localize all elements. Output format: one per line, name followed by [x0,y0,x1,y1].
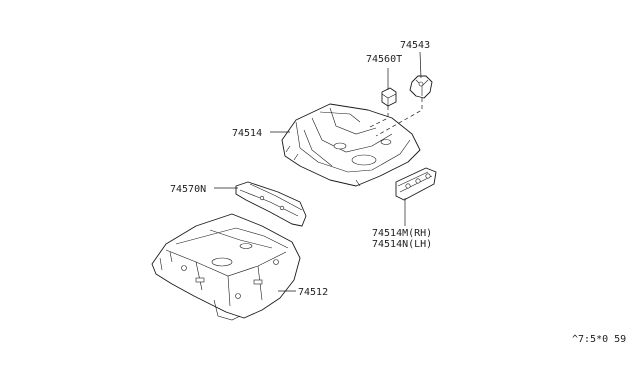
rear-floor-panel-74514[interactable] [281,103,421,187]
clip-74543[interactable] [409,75,433,99]
front-floor-panel-74512[interactable] [151,213,301,321]
clip-74560T[interactable] [381,87,397,107]
install-line-74560T [367,106,389,129]
label-74543: 74543 [400,40,430,51]
label-74514M: 74514M(RH) [372,228,432,239]
leader-74543 [419,51,422,79]
label-74514: 74514 [232,128,262,139]
install-line-74543 [375,98,423,137]
cross-member-74570N[interactable] [235,181,307,227]
label-74570N: 74570N [170,184,206,195]
label-74560T: 74560T [366,54,402,65]
rear-floor-side-member-74514M-N[interactable] [395,167,437,201]
label-74512: 74512 [298,287,328,298]
diagram-code: ^7:5*0 59 [572,334,626,345]
label-74514N: 74514N(LH) [372,239,432,250]
